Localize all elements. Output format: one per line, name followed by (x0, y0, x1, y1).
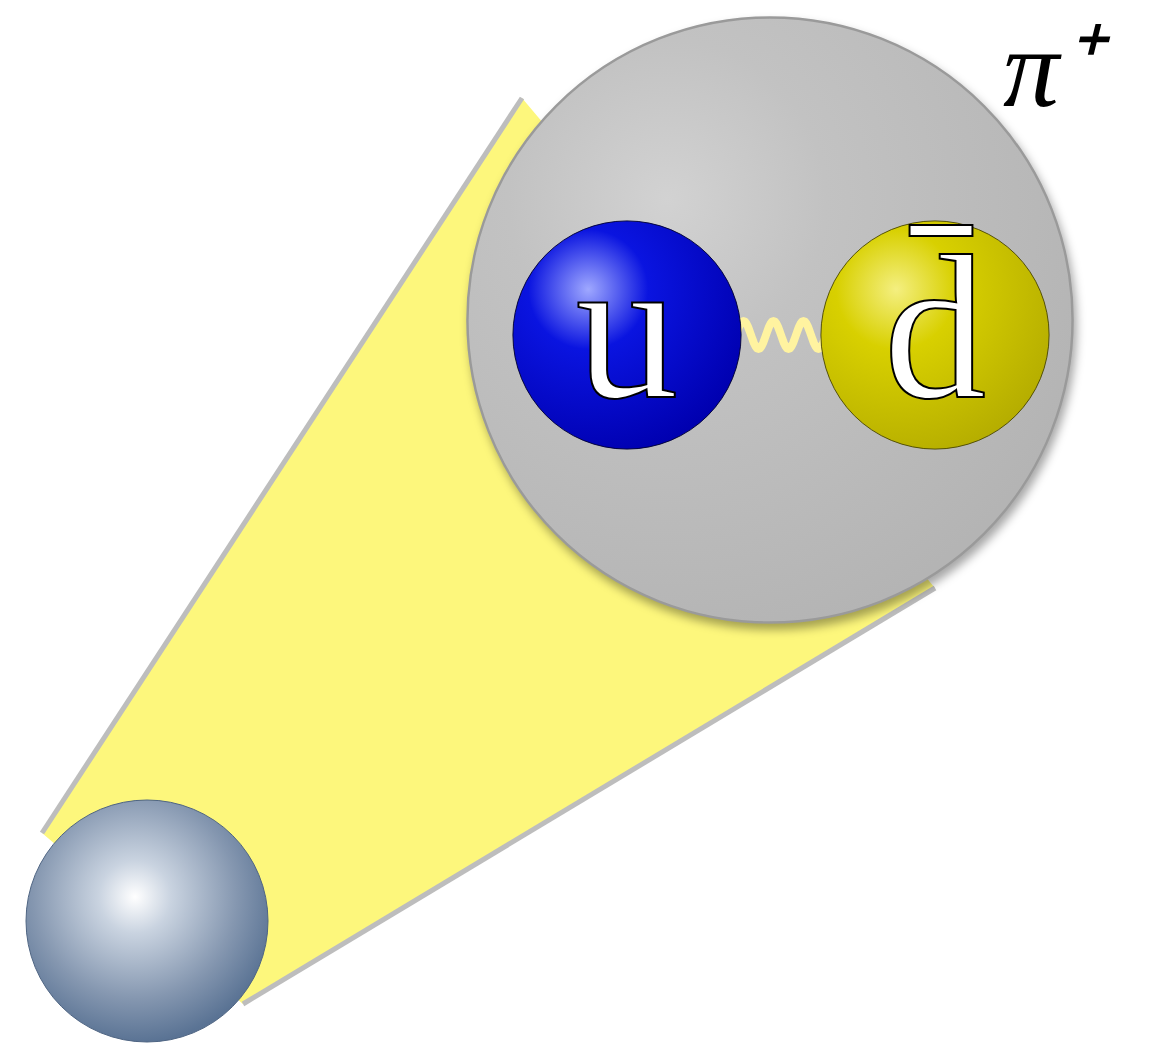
circle-fill (513, 221, 741, 449)
gluon-line (736, 321, 826, 349)
quark-label: d̄ (884, 225, 987, 430)
circle-fill (467, 17, 1072, 622)
quark-circle: u (512, 220, 742, 450)
cone-edge (243, 588, 935, 1004)
meson-circle: π⁺ud̄ (465, 15, 1075, 625)
cone-edge (42, 98, 522, 833)
circle-fill (821, 221, 1049, 449)
quark-label: u (576, 225, 679, 430)
particle-symbol: π⁺ (1003, 12, 1097, 124)
hadron-sphere (26, 800, 268, 1042)
antiquark-circle: d̄ (820, 220, 1050, 450)
